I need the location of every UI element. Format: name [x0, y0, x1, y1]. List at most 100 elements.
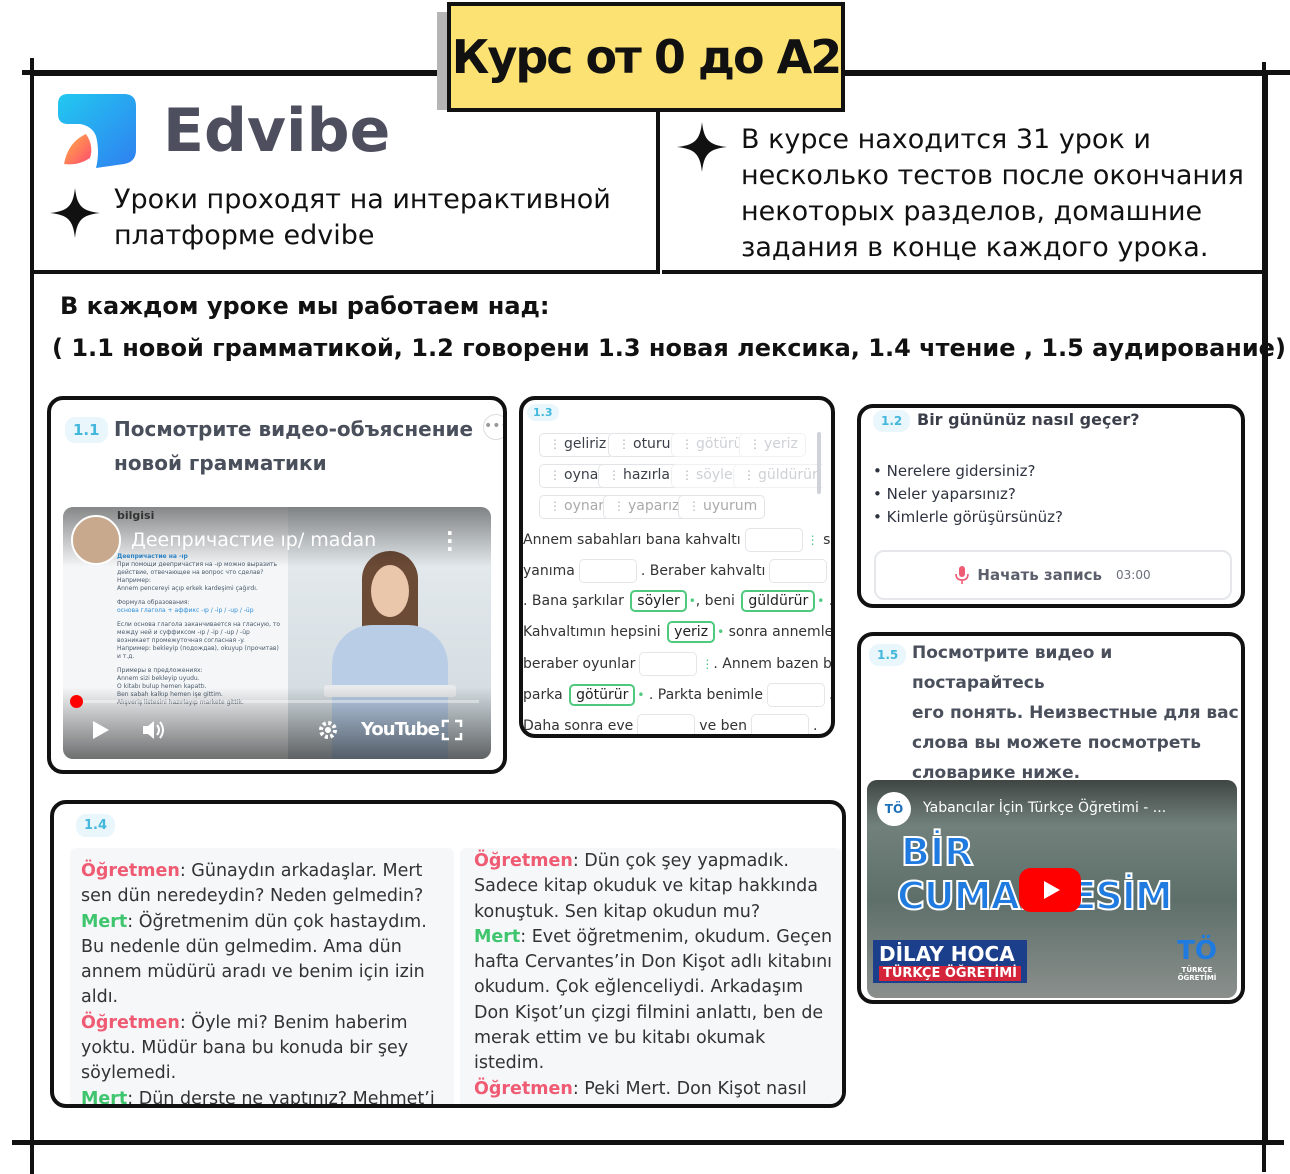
video-menu-icon[interactable]: ···	[446, 521, 454, 561]
card-reading: 1.4 Öğretmen: Günaydın arkadaşlar. Mert …	[50, 800, 846, 1108]
channel-logo[interactable]: TÖ	[877, 792, 911, 826]
video-controls-bg	[63, 687, 491, 759]
line-text: . Bana şarkılar	[523, 593, 624, 609]
task-number: 1.1	[65, 417, 108, 443]
youtube-logo[interactable]: YouTube	[361, 719, 440, 740]
word-chip[interactable]: geliriz	[539, 433, 615, 457]
question-list: • Nerelere gidersiniz? • Neler yaparsını…	[873, 460, 1063, 529]
dialog-line: Öğretmen: Öyle mi? Benim haberim yoktu. …	[81, 1011, 446, 1087]
video-title[interactable]: Деепричастие ıp/ madan	[131, 529, 377, 551]
video-caption-text: TÜRKÇE ÖĞRETİMİ	[879, 966, 1021, 981]
watermark-logo: TÖ	[1177, 936, 1217, 966]
sparkle-icon	[50, 188, 100, 238]
start-recording-button[interactable]: Начать запись 03:00	[874, 550, 1232, 600]
line-text: Kahvaltımın hepsini	[523, 624, 661, 640]
answer-chip[interactable]: söyler	[630, 590, 687, 612]
play-icon[interactable]	[91, 719, 111, 741]
frame-stroke-right	[1262, 62, 1266, 1172]
speaker-name: Öğretmen	[474, 851, 573, 871]
drag-handle-icon: ⋮	[831, 564, 835, 578]
blank-field[interactable]	[744, 528, 803, 552]
dialog-text: : Dün derste ne yaptınız? Mehmet’i aradı…	[127, 1088, 435, 1108]
blank-field[interactable]	[766, 683, 825, 707]
exercise-line: parka götürür• . Parkta benimle.	[523, 683, 831, 707]
line-text: , beni	[695, 593, 735, 609]
listening-video-player[interactable]: TÖ Yabancılar İçin Türkçe Öğretimi - ...…	[867, 780, 1237, 998]
task-title: Посмотрите видео и постарайтесь его поня…	[912, 638, 1241, 788]
blank-field[interactable]	[769, 559, 828, 583]
dialog-column-left: Öğretmen: Günaydın arkadaşlar. Mert sen …	[81, 859, 446, 1108]
line-text: Daha sonra eve	[523, 718, 634, 734]
blank-field[interactable]	[639, 652, 698, 676]
video-caption-text: DİLAY HOCA	[879, 942, 1015, 966]
task-title-line: Посмотрите видео-объяснение	[114, 417, 474, 441]
fullscreen-icon[interactable]	[441, 719, 463, 741]
header-right-cell	[662, 112, 1268, 274]
drag-handle-icon: •	[817, 594, 825, 608]
speaker-name: Öğretmen	[81, 861, 180, 881]
task-title-line: его понять. Неизвестные для вас	[912, 703, 1239, 723]
answer-chip[interactable]: götürür	[569, 684, 636, 706]
settings-gear-icon[interactable]	[317, 719, 339, 741]
answer-chip[interactable]: güldürür	[741, 590, 816, 612]
line-text: .	[828, 593, 834, 609]
more-options-icon[interactable]: •••	[483, 414, 503, 440]
section-subtitle: ( 1.1 новой грамматикой, 1.2 говорени 1.…	[52, 334, 1286, 362]
dialog-text: : Günaydın arkadaşlar. Mert sen dün nere…	[81, 861, 424, 907]
word-chip[interactable]: hazırlar	[598, 464, 684, 488]
header-left-cell	[34, 76, 660, 274]
line-text: parka	[523, 687, 563, 703]
word-chip[interactable]: yaparız	[603, 495, 688, 519]
word-chip[interactable]: uyurum	[678, 495, 766, 519]
word-chip: güldürür	[733, 464, 823, 488]
dialog-line: Mert: Dün derste ne yaptınız? Mehmet’i a…	[81, 1087, 446, 1108]
channel-watermark: TÖ TÜRKÇE ÖĞRETİMİ	[1167, 936, 1227, 986]
youtube-play-button[interactable]	[1019, 868, 1081, 912]
line-text: beraber oyunlar	[523, 656, 636, 672]
answer-chip[interactable]: yeriz	[667, 621, 716, 643]
video-title[interactable]: Yabancılar İçin Türkçe Öğretimi - ...	[923, 800, 1167, 816]
card-speaking: 1.2 Bir gününüz nasıl geçer? • Nerelere …	[857, 404, 1245, 608]
word-chip: yeriz	[739, 433, 806, 457]
exercise-line: beraber oyunlar⋮. Annem bazen beni	[523, 652, 832, 676]
volume-icon[interactable]	[141, 719, 167, 741]
grammar-video-player[interactable]: Деепричастие на -ıp При помощи деепричас…	[63, 507, 491, 759]
dialog-text: : Öyle mi? Benim haberim yoktu. Müdür ba…	[81, 1012, 409, 1084]
speaker-name: Mert	[81, 911, 128, 932]
line-text: . Annem bazen beni	[713, 656, 832, 672]
video-progress-track[interactable]	[75, 700, 479, 703]
line-text: . Parkta benimle	[648, 687, 763, 703]
dialog-line: Öğretmen: Dün çok şey yapmadık. Sadece k…	[474, 849, 839, 925]
dialog-column-right-bg	[460, 848, 842, 1104]
video-progress-handle[interactable]	[70, 695, 83, 708]
record-label: Начать запись	[977, 566, 1102, 584]
speaker-name: Mert	[474, 926, 521, 947]
task-number: 1.5	[869, 644, 907, 666]
header-right-text: В курсе находится 31 урок и несколько те…	[741, 124, 1244, 263]
drag-handle-icon: ⋮	[806, 533, 819, 547]
presenter-face-front	[371, 565, 409, 617]
drag-handle-icon: •	[688, 594, 696, 608]
video-topbar	[867, 780, 1237, 826]
blank-field[interactable]	[751, 714, 810, 734]
blank-field[interactable]	[637, 714, 696, 734]
dialog-line: Mert: Öğretmenim dün çok hastaydım. Bu n…	[81, 910, 446, 1011]
line-text: sonra annemle	[728, 624, 834, 640]
sparkle-icon	[677, 122, 727, 172]
blank-field[interactable]	[578, 559, 637, 583]
task-title-line: слова вы можете посмотреть	[912, 733, 1201, 753]
video-thumb-text: BİR	[900, 829, 974, 875]
card-grammar-video: 1.1 Посмотрите видео-объяснение новой гр…	[47, 396, 507, 774]
line-text: .	[813, 718, 818, 734]
exercise-line: . Bana şarkılar söyler•, beni güldürür• …	[523, 590, 834, 612]
channel-name: bilgisi	[117, 509, 155, 522]
frame-stroke-bottom	[12, 1140, 1284, 1145]
drag-handle-icon: •	[637, 688, 645, 702]
edvibe-logo-text: Edvibe	[163, 96, 391, 166]
play-icon	[1044, 881, 1060, 899]
record-timer: 03:00	[1116, 568, 1151, 582]
dialog-line: Öğretmen: Peki Mert. Don Kişot nasıl bir…	[474, 1077, 839, 1104]
channel-avatar[interactable]	[71, 515, 121, 565]
word-bank-scrollbar[interactable]	[817, 432, 821, 494]
